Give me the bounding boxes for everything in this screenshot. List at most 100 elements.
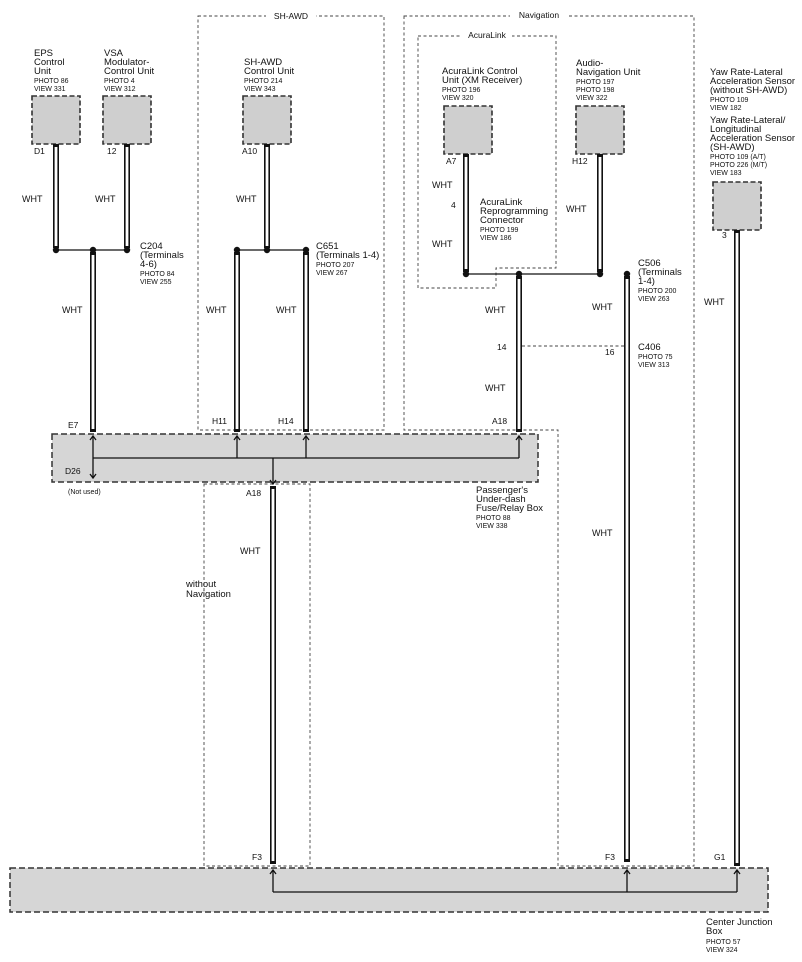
fuse-box-photo: PHOTO 88 (476, 515, 511, 522)
acuralink-unit-view: VIEW 320 (442, 95, 474, 102)
fuse-box-view: VIEW 338 (476, 523, 508, 530)
c204-label-1: C204 (140, 241, 163, 252)
navigation-region (403, 15, 695, 867)
eps-label-1: EPS (34, 48, 53, 59)
splice-dot (52, 246, 60, 254)
component-labels: EPS Control Unit PHOTO 86 VIEW 331 D1 VS… (34, 48, 795, 240)
vsa-pin: 12 (107, 146, 117, 156)
wires (53, 144, 740, 866)
reprog-label-3: Connector (480, 215, 524, 226)
c651-label-1: C651 (316, 241, 339, 252)
c406-pin-right: 16 (605, 347, 615, 357)
splice-dot (596, 270, 604, 278)
sh-awd-group-label: SH-AWD (274, 11, 308, 21)
wire-color-label: WHT (432, 239, 453, 249)
wire-color-label: WHT (22, 194, 43, 204)
splice-dot (123, 246, 131, 254)
fuse-pin-a18-top: A18 (492, 416, 507, 426)
junction-box-internal (269, 868, 741, 893)
fuse-pin-d26: D26 (65, 466, 81, 476)
c506-label-3: 1-4) (638, 276, 655, 287)
fuse-pin-e7: E7 (68, 420, 79, 430)
splice-dot (263, 246, 271, 254)
yaw-b-photo2: PHOTO 226 (M/T) (710, 162, 767, 169)
shawd-pin: A10 (242, 146, 257, 156)
shawd-label-2: Control Unit (244, 66, 295, 77)
c406-view: VIEW 313 (638, 362, 670, 369)
c651-photo: PHOTO 207 (316, 262, 354, 269)
wire-color-label: WHT (485, 305, 506, 315)
yaw-a-label-1: Yaw Rate-Lateral (710, 67, 783, 78)
acuralink-control-unit-box (443, 105, 493, 155)
vsa-view: VIEW 312 (104, 86, 136, 93)
c651-label-2: (Terminals 1-4) (316, 250, 379, 261)
c204-label-3: 4-6) (140, 259, 157, 270)
c506-label-2: (Terminals (638, 267, 682, 278)
reprog-label-2: Reprogramming (480, 206, 548, 217)
c204-label-2: (Terminals (140, 250, 184, 261)
eps-photo: PHOTO 86 (34, 78, 69, 85)
wire-color-label: WHT (62, 305, 83, 315)
splice-dot (89, 246, 97, 254)
audio-nav-photo2: PHOTO 198 (576, 87, 614, 94)
eps-label-3: Unit (34, 66, 51, 77)
wire-color-label: WHT (592, 528, 613, 538)
center-junction-box (9, 867, 769, 913)
reprog-label-1: AcuraLink (480, 197, 522, 208)
vsa-label-1: VSA (104, 48, 124, 59)
without-navigation-label-1: without (185, 579, 216, 590)
fuse-box-label-3: Fuse/Relay Box (476, 503, 543, 514)
eps-pin: D1 (34, 146, 45, 156)
acuralink-unit-photo: PHOTO 196 (442, 87, 480, 94)
wire-color-labels: WHT WHT WHT WHT WHT WHT WHT WHT WHT WHT … (22, 180, 725, 556)
yaw-pin: 3 (722, 230, 727, 240)
c506-view: VIEW 263 (638, 296, 670, 303)
shawd-control-unit-box (242, 95, 292, 145)
eps-control-unit-box (31, 95, 81, 145)
splice-dot (462, 270, 470, 278)
vsa-photo: PHOTO 4 (104, 78, 135, 85)
audio-nav-photo: PHOTO 197 (576, 79, 614, 86)
audio-nav-label-1: Audio- (576, 58, 603, 69)
yaw-a-view: VIEW 182 (710, 105, 742, 112)
junction-pin-g1: G1 (714, 852, 726, 862)
yaw-a-label-2: Acceleration Sensor (710, 76, 795, 87)
wire-color-label: WHT (485, 383, 506, 393)
vsa-control-unit-box (102, 95, 152, 145)
junction-box-label-2: Box (706, 926, 723, 937)
junction-box-label-1: Center Junction (706, 917, 773, 928)
junction-pin-f3-left: F3 (252, 852, 262, 862)
acuralink-unit-pin: A7 (446, 156, 457, 166)
yaw-b-label-3: Acceleration Sensor (710, 133, 795, 144)
reprog-pin: 4 (451, 200, 456, 210)
shawd-view: VIEW 343 (244, 86, 276, 93)
c506-photo: PHOTO 200 (638, 288, 676, 295)
audio-nav-label-2: Navigation Unit (576, 67, 641, 78)
wire-color-label: WHT (95, 194, 116, 204)
eps-label-2: Control (34, 57, 65, 68)
splice-dot (515, 270, 523, 278)
acuralink-unit-label-2: Unit (XM Receiver) (442, 75, 522, 86)
wire-color-label: WHT (236, 194, 257, 204)
splice-dot (233, 246, 241, 254)
c406-pin-left: 14 (497, 342, 507, 352)
yaw-b-label-1: Yaw Rate-Lateral/ (710, 115, 786, 126)
navigation-group-label: Navigation (519, 10, 559, 20)
c406-photo: PHOTO 75 (638, 354, 673, 361)
yaw-a-photo: PHOTO 109 (710, 97, 748, 104)
boxes (9, 433, 769, 913)
fuse-box-label-1: Passenger's (476, 485, 528, 496)
acuralink-group-label: AcuraLink (468, 30, 507, 40)
fuse-pin-h14: H14 (278, 416, 294, 426)
audio-navigation-unit-box (575, 105, 625, 155)
yaw-b-label-2: Longitudinal (710, 124, 761, 135)
junction-box-labels: F3 F3 G1 Center Junction Box PHOTO 57 VI… (252, 852, 773, 954)
yaw-a-label-3: (without SH-AWD) (710, 85, 787, 96)
splice-dot (623, 270, 631, 278)
fuse-pin-h11: H11 (212, 416, 227, 426)
shawd-photo: PHOTO 214 (244, 78, 282, 85)
without-navigation-region (203, 483, 311, 867)
acuralink-region (417, 35, 557, 289)
junction-box-view: VIEW 324 (706, 947, 738, 954)
fuse-box-label-2: Under-dash (476, 494, 526, 505)
